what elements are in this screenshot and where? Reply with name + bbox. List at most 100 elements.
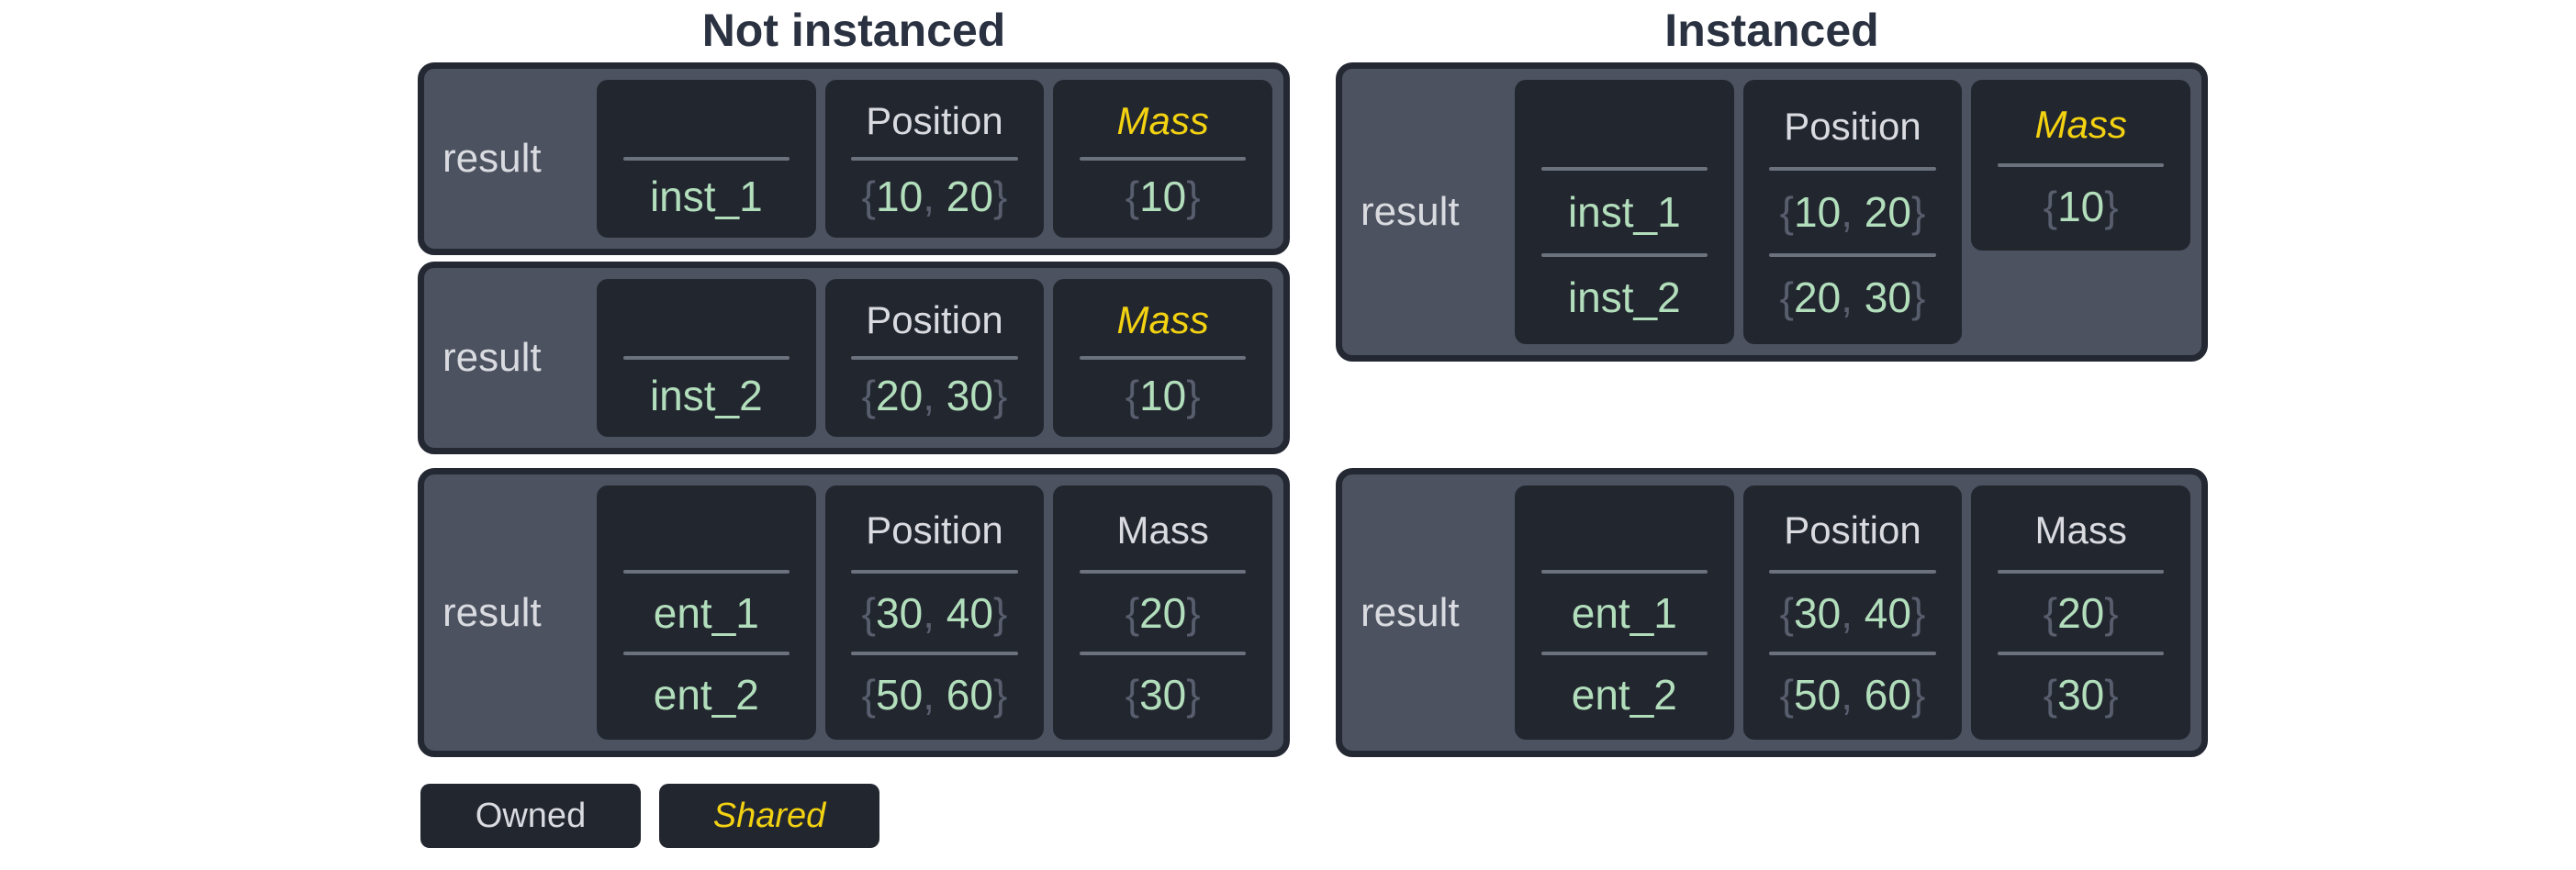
brace-open: { (2043, 182, 2058, 230)
cell-divider (1079, 157, 1247, 161)
column-position: Position{10, 20}{20, 30} (1742, 80, 1963, 344)
brace-close: } (1186, 372, 1201, 419)
value-separator: , (1841, 588, 1865, 637)
cell-divider (1540, 569, 1708, 574)
value-number: 30 (1794, 588, 1842, 637)
entity-name: ent_1 (597, 574, 816, 652)
column-header (597, 491, 816, 570)
value-separator: , (1841, 273, 1865, 322)
column-entity: ent_1 ent_2 (597, 485, 816, 740)
brace-open: { (1125, 173, 1140, 220)
column-position: Position{10, 20} (824, 80, 1045, 238)
entity-name-text: ent_2 (1571, 671, 1677, 719)
column-position: Position{20, 30} (824, 279, 1045, 437)
value-number: 60 (946, 671, 993, 719)
cell-divider (1079, 356, 1247, 360)
component-value: {10} (1971, 167, 2190, 245)
column-header: Position (1784, 104, 1921, 148)
cell-divider (622, 569, 790, 574)
brace-close: } (1910, 273, 1926, 322)
brace-open: { (861, 173, 877, 220)
value-number: 50 (1794, 671, 1842, 719)
cell-divider (851, 652, 1018, 656)
result-label: result (442, 335, 542, 380)
cell-divider (1997, 652, 2165, 656)
column-header: Mass (2034, 508, 2127, 552)
component-value: {30} (1053, 655, 1272, 734)
column-header: Position (866, 298, 1003, 341)
cell-divider (1540, 652, 1708, 656)
result-label: result (1361, 589, 1460, 635)
cell-divider (1769, 252, 1936, 257)
value-number: 30 (2057, 671, 2105, 719)
legend: Owned Shared (420, 784, 879, 848)
value-number: 10 (876, 173, 924, 220)
column-entity: inst_2 (597, 279, 816, 437)
brace-open: { (2043, 588, 2058, 637)
component-value: {10, 20} (1743, 171, 1963, 252)
column-header (597, 85, 816, 157)
value-number: 50 (876, 671, 924, 719)
cell-divider (1540, 167, 1708, 172)
entity-name-text: ent_2 (653, 671, 759, 719)
brace-open: { (1779, 273, 1795, 322)
brace-close: } (1186, 173, 1201, 220)
value-number: 40 (1864, 588, 1911, 637)
column-header (1515, 85, 1734, 167)
brace-open: { (1779, 671, 1795, 719)
component-value: {10, 20} (825, 161, 1045, 232)
column-mass: Mass {20}{30} (1053, 485, 1273, 740)
brace-close: } (2104, 182, 2119, 230)
cell-divider (1079, 652, 1247, 656)
cell-divider (1769, 569, 1936, 574)
entity-name: inst_2 (1515, 257, 1734, 339)
value-number: 20 (876, 372, 924, 419)
column-header: Mass (1116, 508, 1209, 552)
brace-close: } (2104, 671, 2119, 719)
brace-open: { (1779, 187, 1795, 236)
value-separator: , (923, 588, 946, 637)
cell-divider (851, 157, 1018, 161)
cell-divider (1079, 569, 1247, 574)
value-separator: , (1841, 671, 1865, 719)
entity-name: inst_1 (597, 161, 816, 232)
cell-divider (851, 569, 1018, 574)
legend-owned-label: Owned (475, 796, 587, 835)
column-position: Position{30, 40}{50, 60} (1742, 485, 1963, 740)
column-mass: Mass{10} (1053, 279, 1273, 437)
cell-divider (1769, 167, 1936, 172)
brace-open: { (861, 671, 877, 719)
column-header: Mass (1116, 99, 1209, 142)
brace-close: } (1910, 187, 1926, 236)
column-header (597, 284, 816, 356)
brace-close: } (992, 588, 1008, 637)
cell-divider (1540, 252, 1708, 257)
cell-divider (622, 157, 790, 161)
brace-close: } (1910, 671, 1926, 719)
component-value: {20} (1053, 574, 1272, 652)
column-mass: Mass{10} (1971, 80, 2191, 251)
brace-open: { (1779, 588, 1795, 637)
title-not-instanced: Not instanced (701, 5, 1006, 56)
cell-divider (1997, 163, 2165, 167)
column-entity: inst_1 (597, 80, 816, 238)
value-number: 10 (1139, 372, 1187, 419)
cell-divider (622, 652, 790, 656)
result-label: result (1361, 189, 1460, 234)
component-value: {10} (1053, 161, 1272, 232)
brace-open: { (1125, 671, 1140, 719)
value-number: 20 (2057, 588, 2105, 637)
legend-shared-label: Shared (712, 796, 826, 835)
entity-name: inst_1 (1515, 171, 1734, 252)
value-number: 30 (876, 588, 924, 637)
component-value: {10} (1053, 360, 1272, 431)
component-value: {30, 40} (825, 574, 1045, 652)
